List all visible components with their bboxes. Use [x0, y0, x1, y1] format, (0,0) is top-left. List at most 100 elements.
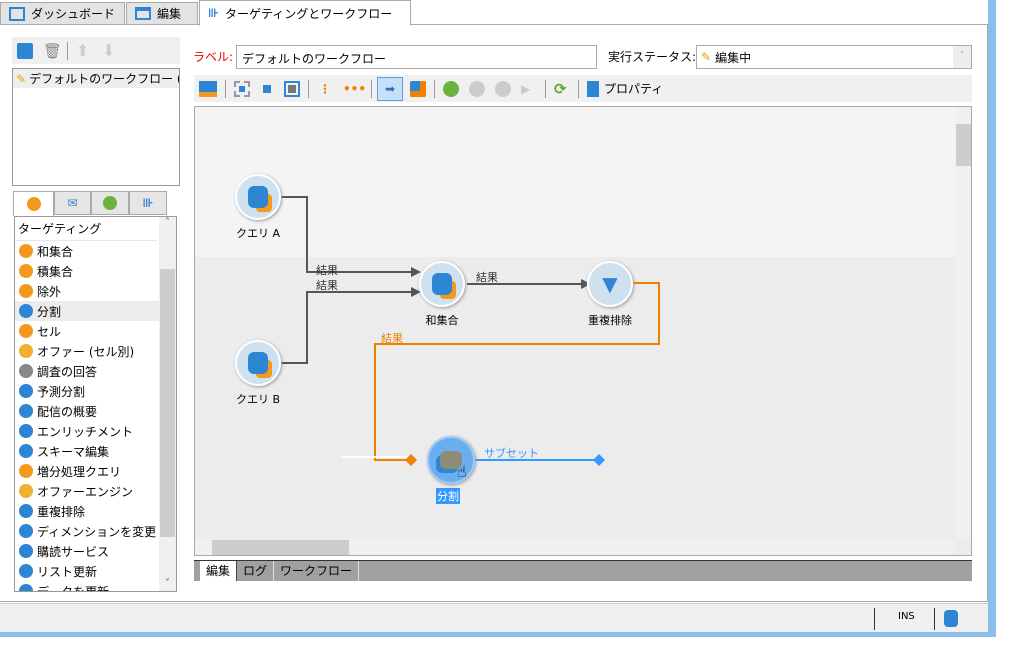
- label-input[interactable]: デフォルトのワークフロー: [236, 45, 597, 69]
- main-tab-bar: ダッシュボード 編集 ⊪ターゲティングとワークフロー: [0, 0, 988, 26]
- pause-icon[interactable]: [469, 80, 485, 97]
- palette-item-label: データを更新: [37, 584, 110, 592]
- palette-item[interactable]: エンリッチメント: [15, 421, 159, 441]
- bottom-tab-edit[interactable]: 編集: [200, 561, 238, 581]
- palette-tab-flow[interactable]: ⊪: [129, 191, 167, 215]
- workflow-list-item[interactable]: ✎デフォルトのワークフロー (…: [13, 69, 179, 88]
- delete-icon[interactable]: 🗑: [43, 41, 63, 60]
- horizontal-align-icon[interactable]: •••: [343, 81, 367, 96]
- node-split[interactable]: ☝: [427, 436, 475, 484]
- edge-label: 結果: [316, 264, 338, 277]
- layout-icon[interactable]: [199, 80, 217, 97]
- arrow-down-icon[interactable]: ⬇: [102, 40, 116, 60]
- node-query-a[interactable]: [235, 174, 281, 220]
- palette-item[interactable]: 積集合: [15, 261, 159, 281]
- node-label: クエリ B: [235, 393, 281, 406]
- window-border: [988, 0, 996, 636]
- activity-icon: [19, 304, 33, 318]
- workflow-list-toolbar: 🗑 ⬆ ⬇: [12, 37, 180, 64]
- edge-label: 結果: [381, 332, 403, 345]
- refresh-icon[interactable]: ⟳: [554, 79, 567, 98]
- activity-icon: [19, 564, 33, 578]
- palette-item-label: 購読サービス: [37, 544, 110, 559]
- workflow-icon: ⊪: [208, 6, 219, 20]
- palette-item[interactable]: 調査の回答: [15, 361, 159, 381]
- chevron-down-icon: ˅: [953, 46, 971, 68]
- status-select[interactable]: ✎編集中˅: [696, 45, 972, 69]
- edit-window-icon: [135, 7, 151, 20]
- actual-size-icon[interactable]: [263, 84, 271, 93]
- node-label-selected: 分割: [436, 488, 460, 504]
- palette-tab-run[interactable]: [91, 191, 129, 215]
- subset-output-port[interactable]: [593, 454, 605, 466]
- palette-item[interactable]: 配信の概要: [15, 401, 159, 421]
- canvas-vscrollbar[interactable]: [955, 107, 971, 539]
- label-caption: ラベル:: [193, 50, 234, 64]
- palette-tabs: ✉ ⊪: [13, 191, 167, 216]
- database-status-icon[interactable]: [944, 610, 958, 627]
- union-icon: [432, 273, 452, 295]
- palette-item[interactable]: リスト更新: [15, 561, 159, 581]
- start-icon[interactable]: [443, 80, 459, 97]
- node-query-b[interactable]: [235, 340, 281, 386]
- pencil-icon: ✎: [16, 71, 27, 86]
- edge-query-a-union: [281, 196, 411, 273]
- hand-cursor-icon: ☝: [457, 462, 467, 481]
- palette-item[interactable]: 和集合: [15, 241, 159, 261]
- node-union[interactable]: [419, 261, 465, 307]
- palette-item[interactable]: 分割: [15, 301, 159, 321]
- new-workflow-icon[interactable]: [17, 42, 33, 59]
- fit-all-icon[interactable]: [284, 80, 300, 97]
- tab-targeting-workflow[interactable]: ⊪ターゲティングとワークフロー: [199, 0, 411, 26]
- split-icon: [440, 451, 462, 469]
- canvas-hscrollbar[interactable]: [195, 539, 955, 555]
- palette-item[interactable]: データを更新: [15, 581, 159, 592]
- direction-toggle-icon[interactable]: ➡: [377, 76, 403, 101]
- clipboard-icon: [587, 80, 599, 97]
- palette-item[interactable]: オファーエンジン: [15, 481, 159, 501]
- activity-icon: [19, 244, 33, 258]
- palette-item[interactable]: 増分処理クエリ: [15, 461, 159, 481]
- tab-dashboard[interactable]: ダッシュボード: [0, 2, 125, 25]
- bottom-tab-workflow[interactable]: ワークフロー: [274, 561, 360, 581]
- workflow-info-icon[interactable]: [410, 80, 426, 97]
- activity-icon: [19, 444, 33, 458]
- flow-icon: ⊪: [142, 196, 154, 210]
- palette-item-label: セル: [37, 324, 62, 339]
- database-icon: [248, 186, 268, 208]
- bottom-tab-log[interactable]: ログ: [237, 561, 275, 581]
- activity-icon: [19, 464, 33, 478]
- palette-item[interactable]: 除外: [15, 281, 159, 301]
- split-input-port[interactable]: [405, 454, 417, 466]
- vertical-align-icon[interactable]: ⋮: [319, 81, 331, 96]
- fit-selection-icon[interactable]: [234, 80, 250, 97]
- node-label: クエリ A: [235, 227, 281, 240]
- palette-item[interactable]: オファー (セル別): [15, 341, 159, 361]
- scroll-thumb[interactable]: [160, 269, 175, 537]
- activity-icon: [19, 364, 33, 378]
- editor-bottom-tabs: 編集 ログ ワークフロー: [194, 560, 972, 581]
- palette-tab-delivery[interactable]: ✉: [54, 191, 91, 215]
- palette-scrollbar[interactable]: ˄ ˅: [159, 217, 176, 591]
- palette-item[interactable]: ディメンションを変更: [15, 521, 159, 541]
- activity-icon: [19, 424, 33, 438]
- tab-edit[interactable]: 編集: [126, 2, 198, 25]
- palette-item[interactable]: セル: [15, 321, 159, 341]
- palette-item-label: 重複排除: [37, 504, 86, 519]
- activity-icon: [19, 504, 33, 518]
- arrow-up-icon[interactable]: ⬆: [76, 40, 90, 60]
- palette-item-label: 調査の回答: [37, 364, 98, 379]
- stop-icon[interactable]: [495, 80, 511, 97]
- activity-icon: [19, 584, 33, 591]
- palette-item[interactable]: 予測分割: [15, 381, 159, 401]
- workflow-canvas[interactable]: クエリ A クエリ B 和集合 ▼ 重複排除 ☝ 分割 結果 結果 結果 結果 …: [194, 106, 972, 556]
- palette-tab-targeting[interactable]: [13, 191, 54, 216]
- palette-item[interactable]: スキーマ編集: [15, 441, 159, 461]
- activity-icon: [19, 484, 33, 498]
- activity-icon: [19, 404, 33, 418]
- properties-button[interactable]: プロパティ: [585, 80, 663, 97]
- node-dedup[interactable]: ▼: [587, 261, 633, 307]
- step-icon[interactable]: ▶: [521, 81, 531, 96]
- palette-item[interactable]: 購読サービス: [15, 541, 159, 561]
- palette-item[interactable]: 重複排除: [15, 501, 159, 521]
